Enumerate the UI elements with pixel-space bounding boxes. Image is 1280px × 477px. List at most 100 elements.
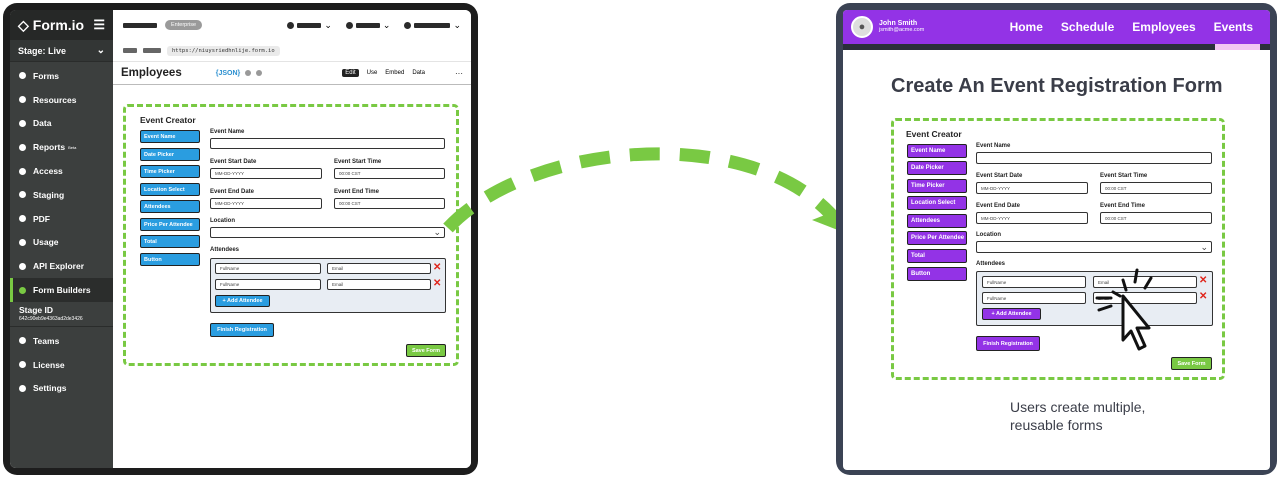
sidebar-item-label: License [33, 359, 65, 370]
add-attendee-button[interactable]: + Add Attendee [982, 308, 1041, 320]
sidebar-item-form-builders[interactable]: Form Builders [10, 278, 113, 302]
sidebar-item-staging[interactable]: Staging [10, 183, 113, 207]
remove-row-icon[interactable]: ✕ [433, 278, 442, 289]
finish-registration-button[interactable]: Finish Registration [976, 336, 1040, 351]
sidebar-item-usage[interactable]: Usage [10, 231, 113, 255]
add-attendee-button[interactable]: + Add Attendee [215, 295, 270, 307]
logo[interactable]: ◇ Form.io ☰ [10, 10, 113, 40]
menu-label-placeholder [355, 22, 380, 28]
bullet-icon [19, 337, 26, 345]
nav-schedule[interactable]: Schedule [1060, 20, 1115, 34]
sidebar-item-data[interactable]: Data [10, 112, 113, 136]
stage-id-value: 642c90eb9e4363ad2de3426 [19, 315, 83, 322]
component-location-select[interactable]: Location Select [140, 183, 200, 196]
end-time-label: Event End Time [334, 189, 379, 195]
remove-row-icon[interactable]: ✕ [1199, 291, 1208, 302]
formio-logo-icon: ◇ [18, 16, 29, 33]
nav-employees[interactable]: Employees [1132, 20, 1196, 34]
bullet-icon [19, 262, 26, 270]
finish-registration-button[interactable]: Finish Registration [210, 323, 274, 337]
email-input[interactable]: Email [327, 263, 431, 274]
save-form-button[interactable]: Save Form [406, 344, 446, 357]
component-date-picker[interactable]: Date Picker [907, 161, 967, 175]
component-date-picker[interactable]: Date Picker [140, 148, 200, 161]
sidebar-item-label: Form Builders [33, 285, 91, 296]
sidebar-item-teams[interactable]: Teams [10, 329, 113, 353]
stage-selector[interactable]: Stage: Live ⌄ [10, 40, 113, 62]
remove-row-icon[interactable]: ✕ [433, 262, 442, 273]
json-link[interactable]: {JSON} [215, 69, 241, 77]
menu-placeholder-1[interactable]: ⌄ [287, 20, 332, 31]
sidebar-item-api-explorer[interactable]: API Explorer [10, 254, 113, 278]
sidebar-item-forms[interactable]: Forms [10, 64, 113, 88]
component-total[interactable]: Total [140, 235, 200, 248]
component-price-per-attendee[interactable]: Price Per Attendee [140, 218, 200, 231]
location-select[interactable]: ⌄ [210, 227, 445, 238]
sidebar-item-settings[interactable]: Settings [10, 377, 113, 401]
end-time-input[interactable]: 00:00 CST [334, 198, 445, 209]
tab-embed[interactable]: Embed [385, 70, 405, 76]
more-options-icon[interactable]: ··· [455, 68, 463, 78]
tab-data[interactable]: Data [412, 70, 425, 76]
component-event-name[interactable]: Event Name [907, 144, 967, 158]
hamburger-menu-icon[interactable]: ☰ [93, 17, 105, 32]
start-time-input[interactable]: 00:00 CST [334, 168, 445, 179]
component-price-per-attendee[interactable]: Price Per Attendee [907, 231, 967, 245]
end-time-input[interactable]: 00:00 CST [1100, 212, 1212, 224]
sidebar-item-license[interactable]: License [10, 353, 113, 377]
circle-icon [287, 21, 295, 29]
tab-edit[interactable]: Edit [342, 69, 359, 77]
fullname-input[interactable]: FullName [982, 276, 1086, 288]
menu-placeholder-2[interactable]: ⌄ [345, 20, 390, 31]
event-name-input[interactable] [210, 138, 445, 149]
location-select[interactable]: ⌄ [976, 241, 1212, 253]
component-button[interactable]: Button [907, 267, 967, 281]
fullname-input[interactable]: FullName [982, 292, 1086, 304]
user-name: John Smith [879, 20, 918, 28]
sidebar-item-resources[interactable]: Resources [10, 88, 113, 112]
start-time-label: Event Start Time [334, 159, 382, 165]
menu-placeholder-3[interactable]: ⌄ [404, 20, 461, 31]
avatar-icon[interactable]: ● [851, 16, 873, 38]
component-attendees[interactable]: Attendees [907, 214, 967, 228]
click-burst-lines [1095, 268, 1153, 312]
save-form-button[interactable]: Save Form [1171, 357, 1212, 370]
component-attendees[interactable]: Attendees [140, 200, 200, 213]
start-date-input[interactable]: MM-DD-YYYY [976, 182, 1088, 194]
nav-home[interactable]: Home [1009, 20, 1043, 34]
component-time-picker[interactable]: Time Picker [907, 179, 967, 193]
sidebar-item-pdf[interactable]: PDF [10, 207, 113, 231]
start-date-input[interactable]: MM-DD-YYYY [210, 168, 322, 179]
component-event-name[interactable]: Event Name [140, 130, 200, 143]
remove-row-icon[interactable]: ✕ [1199, 275, 1208, 286]
component-button[interactable]: Button [140, 253, 200, 266]
bullet-icon [19, 361, 26, 369]
start-time-input[interactable]: 00:00 CST [1100, 182, 1212, 194]
chevron-down-icon: ⌄ [433, 227, 441, 237]
start-time-label: Event Start Time [1100, 173, 1148, 179]
chevron-down-icon: ⌄ [1200, 241, 1208, 252]
email-input[interactable]: Email [327, 279, 431, 290]
fullname-input[interactable]: FullName [215, 263, 321, 274]
component-total[interactable]: Total [907, 249, 967, 263]
end-date-input[interactable]: MM-DD-YYYY [210, 198, 322, 209]
fullname-input[interactable]: FullName [215, 279, 321, 290]
location-label: Location [976, 232, 1001, 238]
component-location-select[interactable]: Location Select [907, 196, 967, 210]
sidebar-item-label: Teams [33, 335, 60, 346]
tab-use[interactable]: Use [366, 70, 378, 76]
event-name-input[interactable] [976, 152, 1212, 164]
attendees-label: Attendees [976, 261, 1006, 267]
project-url[interactable]: https://niuysriedhnlije.form.io [167, 45, 280, 56]
builder-device-frame: ◇ Form.io ☰ Stage: Live ⌄ Forms Resource… [3, 3, 478, 475]
builder-screen: ◇ Form.io ☰ Stage: Live ⌄ Forms Resource… [10, 10, 471, 468]
sidebar-item-access[interactable]: Access [10, 159, 113, 183]
stage-id: Stage ID 642c90eb9e4363ad2de3426 [10, 302, 113, 327]
nav-events[interactable]: Events [1205, 10, 1262, 50]
caption: Users create multiple, reusable forms [1010, 398, 1190, 434]
end-date-input[interactable]: MM-DD-YYYY [976, 212, 1088, 224]
location-label: Location [210, 218, 235, 224]
component-time-picker[interactable]: Time Picker [140, 165, 200, 178]
